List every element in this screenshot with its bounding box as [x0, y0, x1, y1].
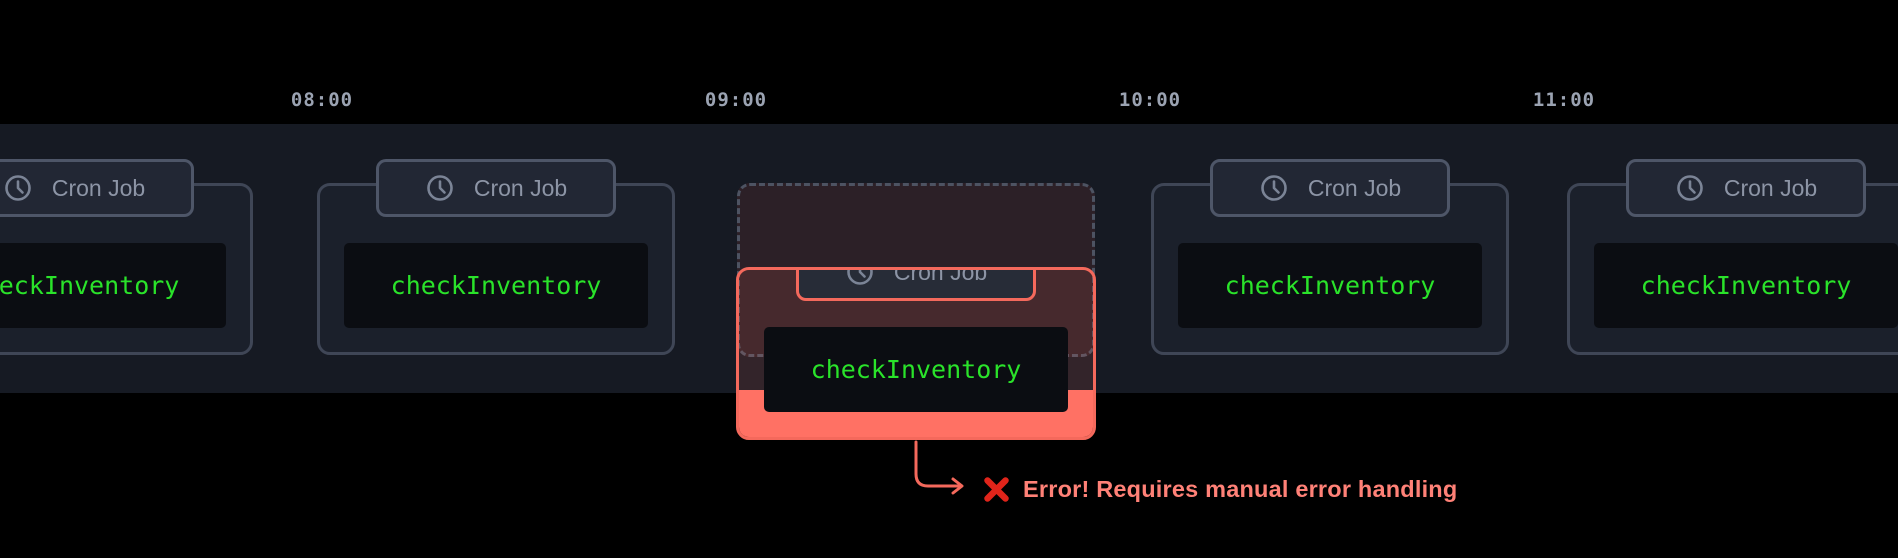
task-name: checkInventory — [810, 355, 1022, 384]
cron-job-card: Cron Job checkInventory — [1151, 159, 1509, 355]
cron-job-card: Cron Job checkInventory — [317, 159, 675, 355]
cron-job-card: Cron Job checkInventory — [1567, 159, 1898, 355]
error-message: Error! Requires manual error handling — [1023, 475, 1458, 502]
cron-job-card: Cron Job checkInventory — [0, 159, 253, 355]
clock-icon — [5, 175, 31, 201]
task-box: checkInventory — [0, 243, 226, 328]
task-box: checkInventory — [764, 327, 1068, 412]
cron-job-badge: Cron Job — [1626, 159, 1866, 217]
cron-job-badge: Cron Job — [376, 159, 616, 217]
badge-label: Cron Job — [51, 174, 146, 201]
task-name: checkInventory — [0, 271, 180, 300]
clock-icon — [1261, 175, 1287, 201]
badge-label: Cron Job — [473, 174, 568, 201]
cron-job-card-error: Cron Job checkInventory — [736, 267, 1096, 440]
time-label-0900: 09:00 — [704, 89, 768, 111]
badge-label: Cron Job — [1723, 174, 1818, 201]
time-label-1000: 10:00 — [1118, 89, 1182, 111]
task-box: checkInventory — [1594, 243, 1898, 328]
clock-icon — [427, 175, 453, 201]
time-label-0800: 08:00 — [290, 89, 354, 111]
error-annotation: Error! Requires manual error handling — [982, 471, 1457, 507]
task-box: checkInventory — [344, 243, 648, 328]
cron-job-badge: Cron Job — [1210, 159, 1450, 217]
task-name: checkInventory — [390, 271, 602, 300]
task-name: checkInventory — [1224, 271, 1436, 300]
cross-mark-icon — [984, 476, 1009, 502]
badge-label: Cron Job — [1307, 174, 1402, 201]
time-label-1100: 11:00 — [1532, 89, 1596, 111]
task-box: checkInventory — [1178, 243, 1482, 328]
badge-label: Cron Job — [893, 267, 988, 285]
cron-job-badge: Cron Job — [0, 159, 194, 217]
clock-icon — [1677, 175, 1703, 201]
clock-icon — [847, 270, 873, 285]
error-arrow — [914, 440, 964, 495]
task-name: checkInventory — [1640, 271, 1852, 300]
cron-job-badge: Cron Job — [796, 267, 1036, 301]
